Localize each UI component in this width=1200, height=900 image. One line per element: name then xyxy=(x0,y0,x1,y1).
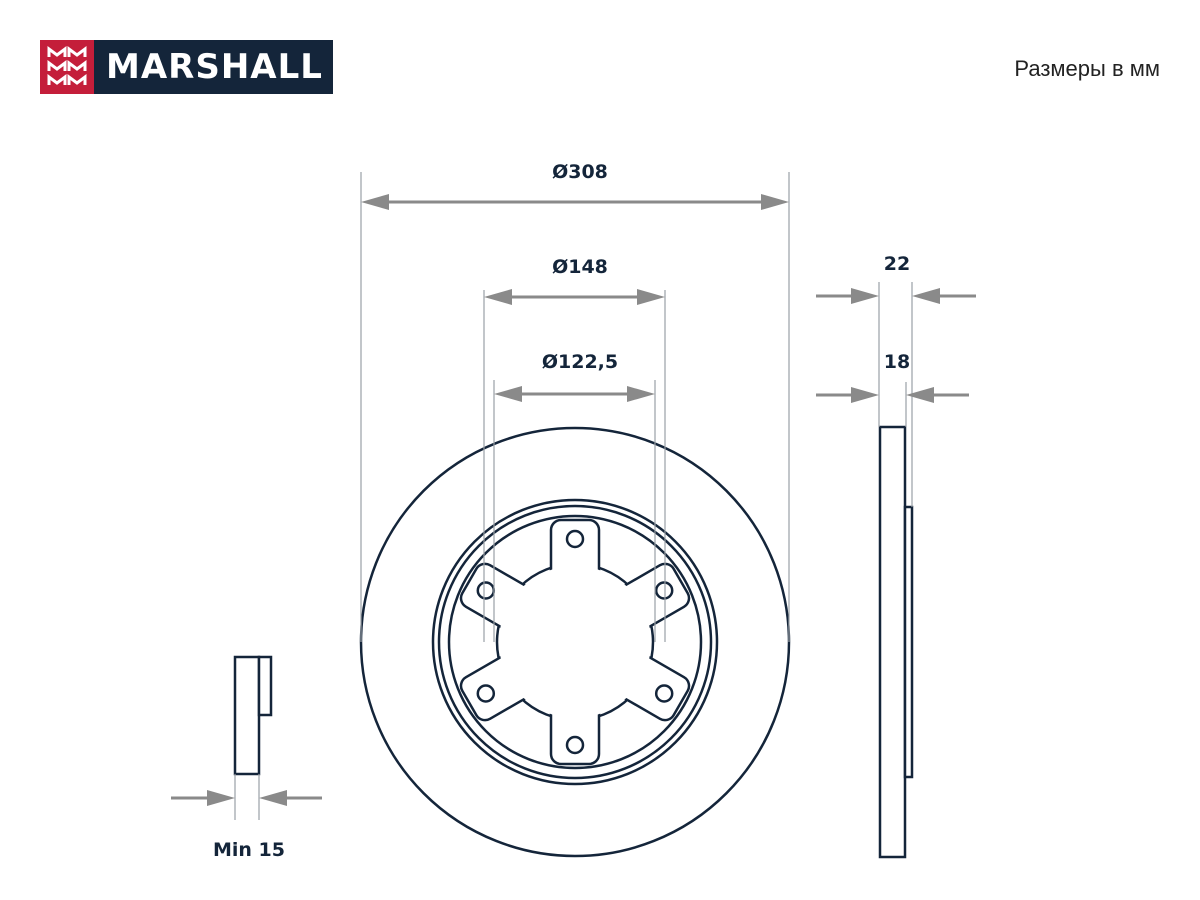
dimension-total-thickness: 22 xyxy=(816,253,976,304)
hub-diameter-label: Ø148 xyxy=(552,256,608,278)
arrow-right-icon xyxy=(637,289,665,305)
disc-thickness-label: 18 xyxy=(884,351,910,373)
brand-name: MARSHALL xyxy=(106,47,323,87)
arrow-right-icon xyxy=(851,387,879,403)
dimension-disc-thickness: 18 xyxy=(816,351,969,403)
units-note: Размеры в мм xyxy=(1014,56,1160,81)
center-bore xyxy=(459,518,691,766)
min-thickness-detail xyxy=(233,655,273,776)
total-thickness-label: 22 xyxy=(884,253,910,275)
bolt-hole xyxy=(565,735,585,755)
disc-front-view xyxy=(359,426,791,858)
brand-logo: MARSHALL xyxy=(40,40,333,94)
dimension-bolt-circle: Ø122,5 xyxy=(494,351,655,402)
bolt-hole xyxy=(476,684,496,703)
bolt-circle-label: Ø122,5 xyxy=(542,351,618,373)
brand-name-box: MARSHALL xyxy=(94,40,333,94)
mmm-logo-icon xyxy=(40,40,94,94)
min-thickness-label: Min 15 xyxy=(213,839,285,861)
arrow-left-icon xyxy=(259,790,287,806)
arrow-right-icon xyxy=(207,790,235,806)
bolt-hole xyxy=(654,684,674,703)
disc-side-view xyxy=(878,425,914,859)
bolt-hole xyxy=(654,581,674,600)
arrow-right-icon xyxy=(627,386,655,402)
arrow-left-icon xyxy=(484,289,512,305)
hub-profile xyxy=(903,505,914,779)
min-thickness-section xyxy=(233,655,261,776)
hub-inner-ring xyxy=(447,514,703,770)
bolt-hole xyxy=(565,529,585,549)
outer-diameter-label: Ø308 xyxy=(552,161,608,183)
arrow-right-icon xyxy=(851,288,879,304)
hub-ring-step xyxy=(437,504,713,780)
min-thickness-step xyxy=(257,655,273,717)
arrow-left-icon xyxy=(361,194,389,210)
disc-profile xyxy=(878,425,907,859)
arrow-right-icon xyxy=(761,194,789,210)
arrow-left-icon xyxy=(912,288,940,304)
bolt-holes xyxy=(476,529,674,755)
bolt-hole xyxy=(476,581,496,600)
arrow-left-icon xyxy=(494,386,522,402)
arrow-left-icon xyxy=(906,387,934,403)
hub-outer-ring xyxy=(431,498,719,786)
dimension-min-thickness: Min 15 xyxy=(171,790,322,861)
bore-core xyxy=(499,566,651,718)
dimension-outer-diameter: Ø308 xyxy=(361,161,789,210)
dimension-hub-diameter: Ø148 xyxy=(484,256,665,305)
